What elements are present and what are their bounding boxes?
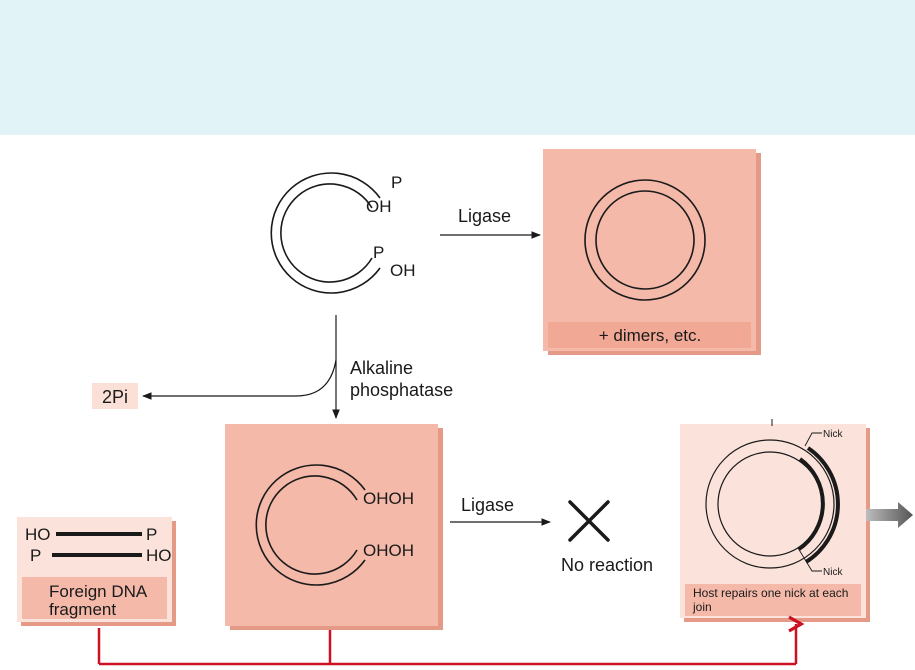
nick-bottom-label: Nick — [823, 567, 843, 578]
foreign-top-right: P — [146, 525, 157, 544]
pi-label: 2Pi — [102, 387, 128, 407]
dimers-caption: + dimers, etc. — [599, 326, 702, 345]
dephosphorylated-plasmid-box — [225, 424, 443, 630]
foreign-caption-line2: fragment — [49, 600, 116, 619]
ligase-top-label: Ligase — [458, 206, 511, 226]
ligase-bottom-label: Ligase — [461, 495, 514, 515]
lower-ohoh-label: OHOH — [363, 541, 414, 560]
proceed-arrow-icon — [866, 502, 913, 528]
phosphatase-label-line1: Alkaline — [350, 358, 413, 378]
no-reaction-cross-icon — [568, 500, 610, 542]
recombinant-plasmid-box — [680, 419, 870, 622]
foreign-bottom-left: P — [30, 546, 41, 565]
host-caption-line2: join — [692, 600, 712, 614]
foreign-caption-line1: Foreign DNA — [49, 582, 148, 601]
lower-oh-label: OH — [390, 261, 416, 280]
pi-release-arrow — [142, 359, 337, 400]
red-connector — [97, 615, 805, 666]
foreign-bottom-right: HO — [146, 546, 172, 565]
host-caption-line1: Host repairs one nick at each — [693, 586, 848, 600]
foreign-dna-box — [17, 517, 176, 626]
no-reaction-label: No reaction — [561, 555, 653, 575]
circular-plasmid-box — [543, 149, 761, 355]
upper-oh-label: OH — [366, 197, 392, 216]
nick-top-label: Nick — [823, 429, 843, 440]
header-banner — [0, 0, 915, 135]
lower-p-label: P — [373, 243, 384, 262]
upper-p-label: P — [391, 173, 402, 192]
upper-ohoh-label: OHOH — [363, 489, 414, 508]
foreign-top-left: HO — [25, 525, 51, 544]
phosphatase-label-line2: phosphatase — [350, 380, 453, 400]
open-plasmid — [270, 172, 381, 294]
pi-badge — [92, 383, 138, 409]
